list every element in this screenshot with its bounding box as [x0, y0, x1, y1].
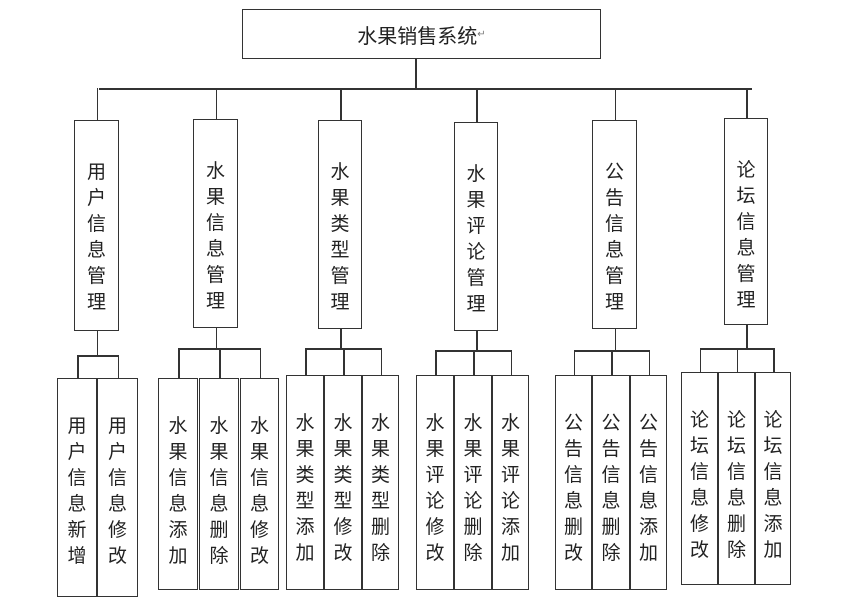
submodule-stem: [96, 331, 98, 355]
submodule-box: 公告信息添加: [630, 375, 667, 590]
submodule-bus: [77, 355, 118, 357]
module-box-6: 论坛信息管理: [724, 118, 768, 325]
submodule-box: 水果评论修改: [416, 375, 454, 590]
submodule-box-label: 水果评论添加: [500, 412, 520, 564]
submodule-box-label: 水果信息添加: [168, 415, 188, 567]
submodule-box: 水果信息修改: [240, 378, 279, 590]
submodule-connector: [510, 350, 512, 375]
submodule-box: 水果信息添加: [158, 378, 198, 590]
module-box-6-label: 论坛信息管理: [736, 159, 756, 311]
submodule-stem: [340, 329, 342, 348]
submodule-box: 水果类型删除: [362, 375, 399, 590]
submodule-box: 用户信息新增: [57, 378, 97, 597]
submodule-box: 公告信息删除: [592, 375, 630, 590]
module-connector: [614, 88, 616, 120]
submodule-bus: [305, 348, 381, 350]
submodule-stem: [215, 328, 217, 348]
submodule-box: 水果评论添加: [492, 375, 529, 590]
module-connector: [746, 88, 748, 118]
module-connector: [96, 88, 98, 120]
submodule-box-label: 论坛信息删除: [726, 409, 746, 561]
submodule-connector: [380, 348, 382, 375]
submodule-stem: [476, 331, 478, 350]
module-connector: [476, 88, 478, 122]
module-connector: [215, 88, 217, 119]
submodule-box: 用户信息修改: [97, 378, 138, 597]
module-box-4-label: 水果评论管理: [466, 163, 486, 315]
module-box-3-label: 水果类型管理: [330, 161, 350, 313]
submodule-box-label: 论坛信息添加: [763, 409, 783, 561]
submodule-connector: [343, 348, 345, 375]
submodule-connector: [573, 350, 575, 375]
submodule-box: 水果类型修改: [324, 375, 362, 590]
submodule-bus: [178, 348, 260, 350]
submodule-box: 水果类型添加: [286, 375, 324, 590]
submodule-box: 公告信息删改: [555, 375, 592, 590]
submodule-box-label: 论坛信息修改: [689, 409, 709, 561]
submodule-connector: [435, 350, 437, 375]
submodule-connector: [473, 350, 475, 375]
module-connector: [340, 88, 342, 120]
submodule-box-label: 水果类型删除: [370, 412, 390, 564]
module-box-4: 水果评论管理: [454, 122, 498, 331]
submodule-box-label: 用户信息新增: [67, 415, 87, 567]
submodule-connector: [699, 348, 701, 372]
submodule-stem: [614, 329, 616, 350]
submodule-connector: [611, 350, 613, 375]
level1-bus: [99, 88, 752, 90]
submodule-bus: [699, 348, 773, 350]
root-node-box: 水果销售系统↵: [242, 9, 601, 59]
module-box-5: 公告信息管理: [592, 120, 637, 329]
submodule-connector: [648, 350, 650, 375]
module-box-1-label: 用户信息管理: [86, 161, 106, 313]
module-box-1: 用户信息管理: [74, 120, 119, 331]
submodule-box-label: 水果信息修改: [249, 415, 269, 567]
module-box-2-label: 水果信息管理: [205, 160, 225, 312]
paragraph-mark-icon: ↵: [477, 28, 486, 40]
submodule-box-label: 水果信息删除: [209, 415, 229, 567]
submodule-box-label: 公告信息添加: [638, 412, 658, 564]
submodule-box-label: 用户信息修改: [107, 415, 127, 567]
submodule-box-label: 水果评论修改: [425, 412, 445, 564]
module-box-5-label: 公告信息管理: [604, 161, 624, 313]
submodule-box: 水果信息删除: [199, 378, 239, 590]
submodule-connector: [773, 348, 775, 372]
submodule-box: 论坛信息修改: [681, 372, 718, 585]
submodule-box: 论坛信息添加: [755, 372, 791, 585]
submodule-box-label: 水果评论删除: [463, 412, 483, 564]
module-box-3: 水果类型管理: [318, 120, 362, 329]
submodule-connector: [736, 348, 738, 372]
submodule-box-label: 水果类型修改: [333, 412, 353, 564]
submodule-connector: [117, 355, 119, 378]
submodule-connector: [259, 348, 261, 378]
submodule-connector: [178, 348, 180, 378]
submodule-box-label: 公告信息删改: [563, 412, 583, 564]
submodule-connector: [77, 355, 79, 378]
submodule-box-label: 水果类型添加: [295, 412, 315, 564]
root-node-title: 水果销售系统: [357, 23, 478, 48]
submodule-stem: [746, 325, 748, 348]
submodule-box-label: 公告信息删除: [601, 412, 621, 564]
submodule-connector: [305, 348, 307, 375]
submodule-box: 论坛信息删除: [718, 372, 755, 585]
module-box-2: 水果信息管理: [193, 119, 238, 328]
submodule-bus: [435, 350, 511, 352]
submodule-connector: [219, 348, 221, 378]
submodule-box: 水果评论删除: [454, 375, 492, 590]
root-connector: [415, 58, 417, 89]
